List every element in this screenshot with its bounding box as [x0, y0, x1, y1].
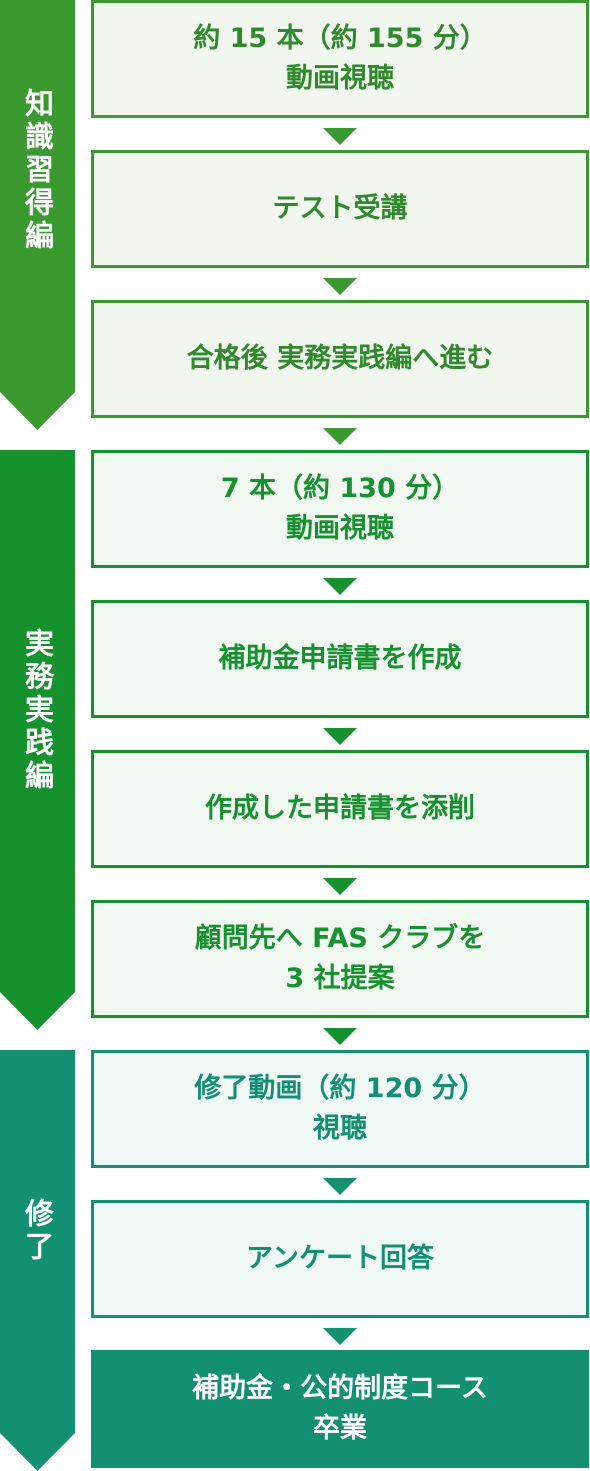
step-box: 顧問先へ FAS クラブを 3 社提案: [91, 900, 589, 1018]
step-text: アンケート回答: [246, 1243, 434, 1274]
down-arrow-icon: [323, 1328, 357, 1345]
phase-banner-completion: 修了: [0, 1050, 75, 1471]
step-text: テスト受講: [272, 193, 408, 224]
phase-label: 修了: [20, 1197, 55, 1264]
step-text: 7 本（約 130 分） 動画視聴: [220, 473, 460, 544]
step-box: テスト受講: [91, 150, 589, 268]
phase-label: 実務実践編: [20, 627, 55, 793]
step-box-final: 補助金・公的制度コース 卒業: [91, 1350, 589, 1468]
step-box: 約 15 本（約 155 分） 動画視聴: [91, 0, 589, 118]
phase-label: 知識習得編: [20, 87, 55, 253]
step-text: 修了動画（約 120 分） 視聴: [194, 1073, 486, 1144]
step-box: 作成した申請書を添削: [91, 750, 589, 868]
step-box: 修了動画（約 120 分） 視聴: [91, 1050, 589, 1168]
step-text: 合格後 実務実践編へ進む: [186, 343, 494, 374]
step-box: 補助金申請書を作成: [91, 600, 589, 718]
down-arrow-icon: [323, 428, 357, 445]
step-box: 合格後 実務実践編へ進む: [91, 300, 589, 418]
step-text: 補助金・公的制度コース 卒業: [192, 1373, 488, 1444]
down-arrow-icon: [323, 128, 357, 145]
step-box: アンケート回答: [91, 1200, 589, 1318]
step-box: 7 本（約 130 分） 動画視聴: [91, 450, 589, 568]
step-text: 顧問先へ FAS クラブを 3 社提案: [194, 923, 486, 994]
down-arrow-icon: [323, 1028, 357, 1045]
step-text: 作成した申請書を添削: [205, 793, 475, 824]
phase-banner-practice: 実務実践編: [0, 450, 75, 1030]
phase-banner-knowledge: 知識習得編: [0, 0, 75, 430]
down-arrow-icon: [323, 878, 357, 895]
down-arrow-icon: [323, 278, 357, 295]
down-arrow-icon: [323, 578, 357, 595]
step-text: 補助金申請書を作成: [218, 643, 462, 674]
down-arrow-icon: [323, 728, 357, 745]
step-text: 約 15 本（約 155 分） 動画視聴: [193, 23, 487, 94]
down-arrow-icon: [323, 1178, 357, 1195]
